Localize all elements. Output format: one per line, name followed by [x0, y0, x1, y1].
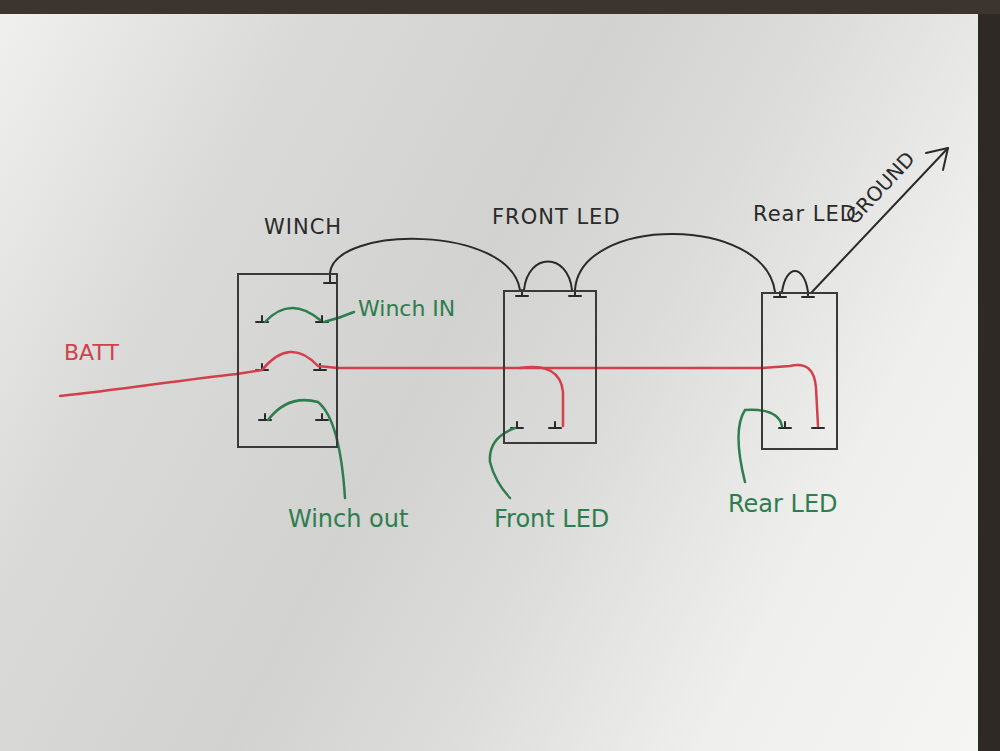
battery-wire [503, 367, 597, 370]
terminal [511, 422, 561, 428]
switch-heading: WINCH [264, 215, 342, 240]
wire-connector [338, 367, 503, 370]
wire-connector [330, 239, 520, 290]
wire-connector [597, 367, 761, 370]
leader-line [324, 312, 354, 322]
wire-connector [575, 234, 775, 292]
battery-wire [520, 367, 563, 426]
wire-label: Rear LED [728, 490, 838, 519]
terminals [256, 273, 824, 428]
winch-in-jumper [265, 308, 320, 322]
switch-box: Rear LED [761, 292, 838, 450]
winch-out-wire [268, 400, 345, 498]
paper-sheet [0, 14, 978, 751]
battery-wire [761, 365, 818, 426]
ground-label: GROUND [841, 146, 920, 228]
switch-heading: FRONT LED [492, 205, 621, 230]
jumper-wire [524, 262, 572, 291]
wire-label: Winch out [288, 505, 408, 534]
wire-label: Winch IN [358, 296, 455, 322]
battery-wire [237, 352, 338, 374]
jumper-wire [782, 271, 808, 292]
arrowhead [926, 148, 948, 170]
wire-label: Front LED [494, 505, 609, 534]
load-wires [265, 308, 782, 498]
switch-box: FRONT LED [503, 290, 597, 444]
battery-wires [60, 352, 818, 426]
table-edge [0, 0, 1000, 14]
switch-box: WINCH [237, 273, 338, 448]
battery-label: BATT [64, 340, 119, 366]
switch-heading: Rear LED [753, 202, 857, 227]
battery-wire [60, 374, 237, 396]
